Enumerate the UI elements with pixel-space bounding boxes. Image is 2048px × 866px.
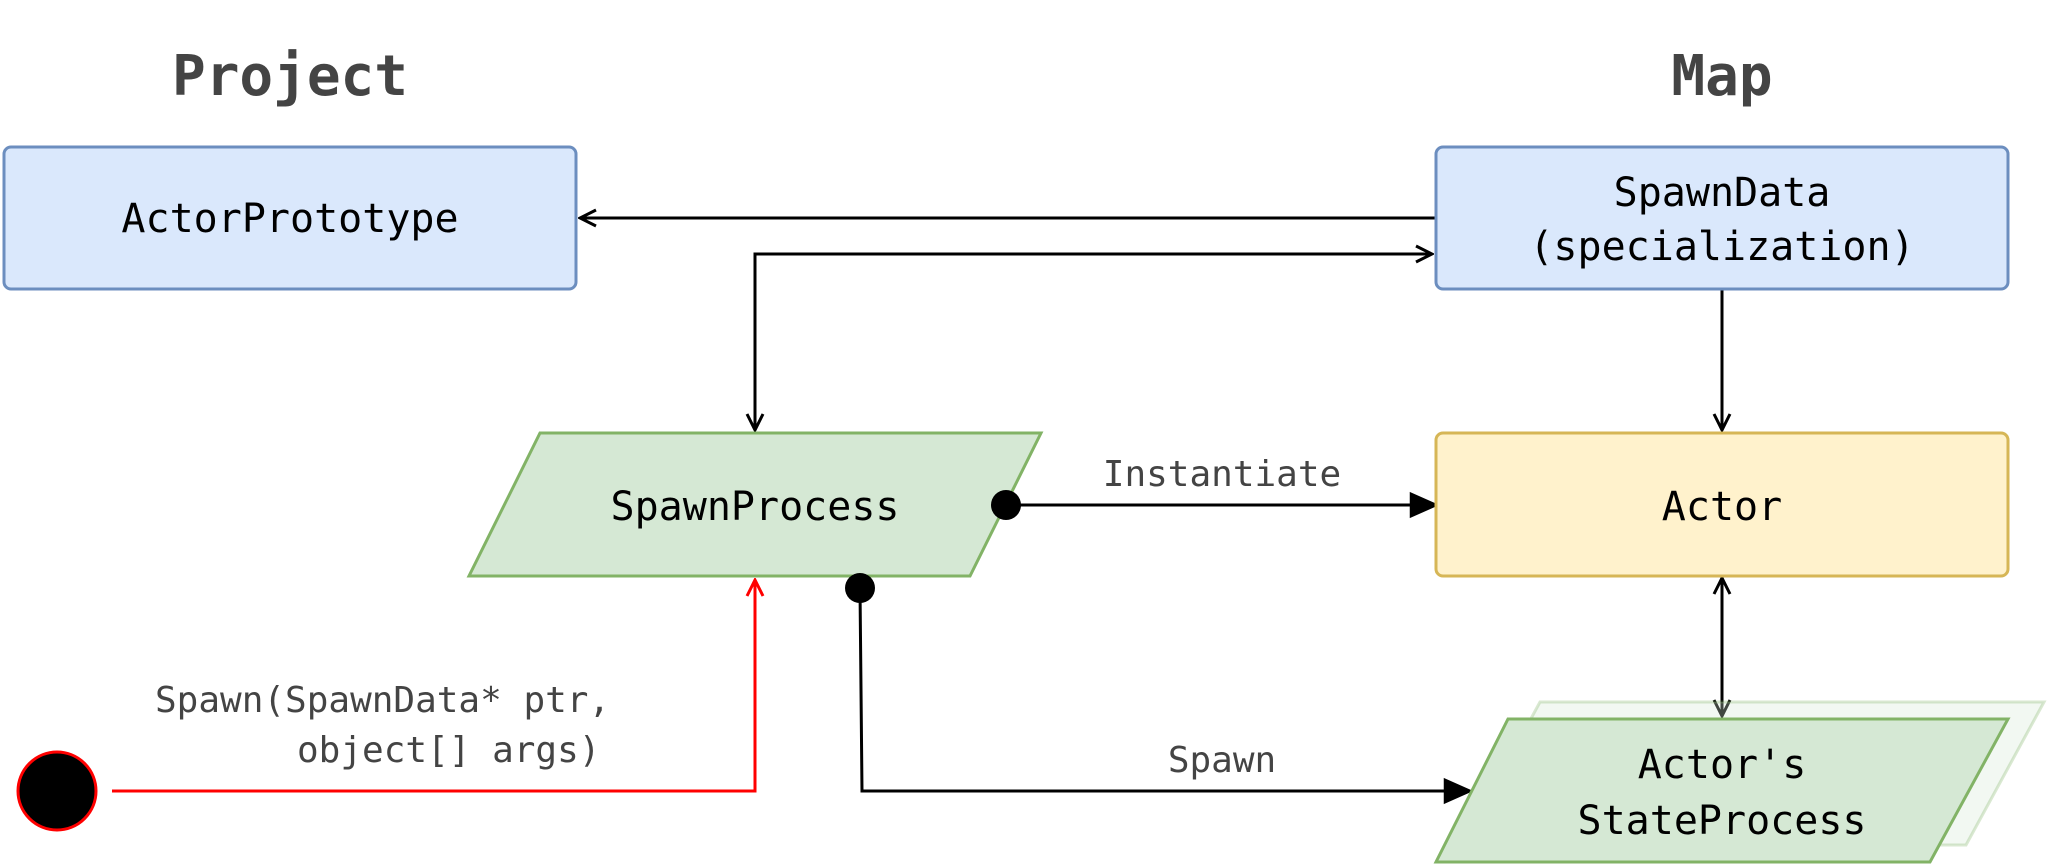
header-map: Map — [1671, 44, 1772, 109]
node-state-process — [1433, 717, 2011, 864]
label-state-process-line1: Actor's — [1638, 742, 1807, 788]
label-state-process-line2: StateProcess — [1578, 798, 1867, 844]
node-actor — [1434, 431, 2010, 578]
node-actor-prototype — [2, 145, 578, 291]
label-instantiate: Instantiate — [1103, 454, 1341, 495]
label-spawn: Spawn — [1168, 740, 1276, 781]
node-spawn-data — [1434, 145, 2010, 291]
node-spawn-process — [466, 431, 1044, 578]
instantiate-origin-dot — [991, 490, 1021, 520]
label-spawn-call-line1: Spawn(SpawnData* ptr, — [155, 680, 610, 721]
start-node — [16, 750, 98, 832]
label-actor: Actor — [1662, 484, 1782, 530]
label-spawn-data-line2: (specialization) — [1529, 224, 1914, 270]
edge-spawn-call — [112, 580, 755, 793]
header-project: Project — [172, 44, 408, 109]
edge-spawn — [858, 587, 1470, 791]
spawn-origin-dot — [845, 573, 875, 603]
label-spawn-data-line1: SpawnData — [1614, 170, 1831, 216]
edge-spawnprocess-spawndata — [753, 254, 1432, 428]
label-spawn-process: SpawnProcess — [611, 484, 900, 530]
label-actor-prototype: ActorPrototype — [121, 196, 458, 242]
label-spawn-call-line2: object[] args) — [297, 730, 600, 771]
